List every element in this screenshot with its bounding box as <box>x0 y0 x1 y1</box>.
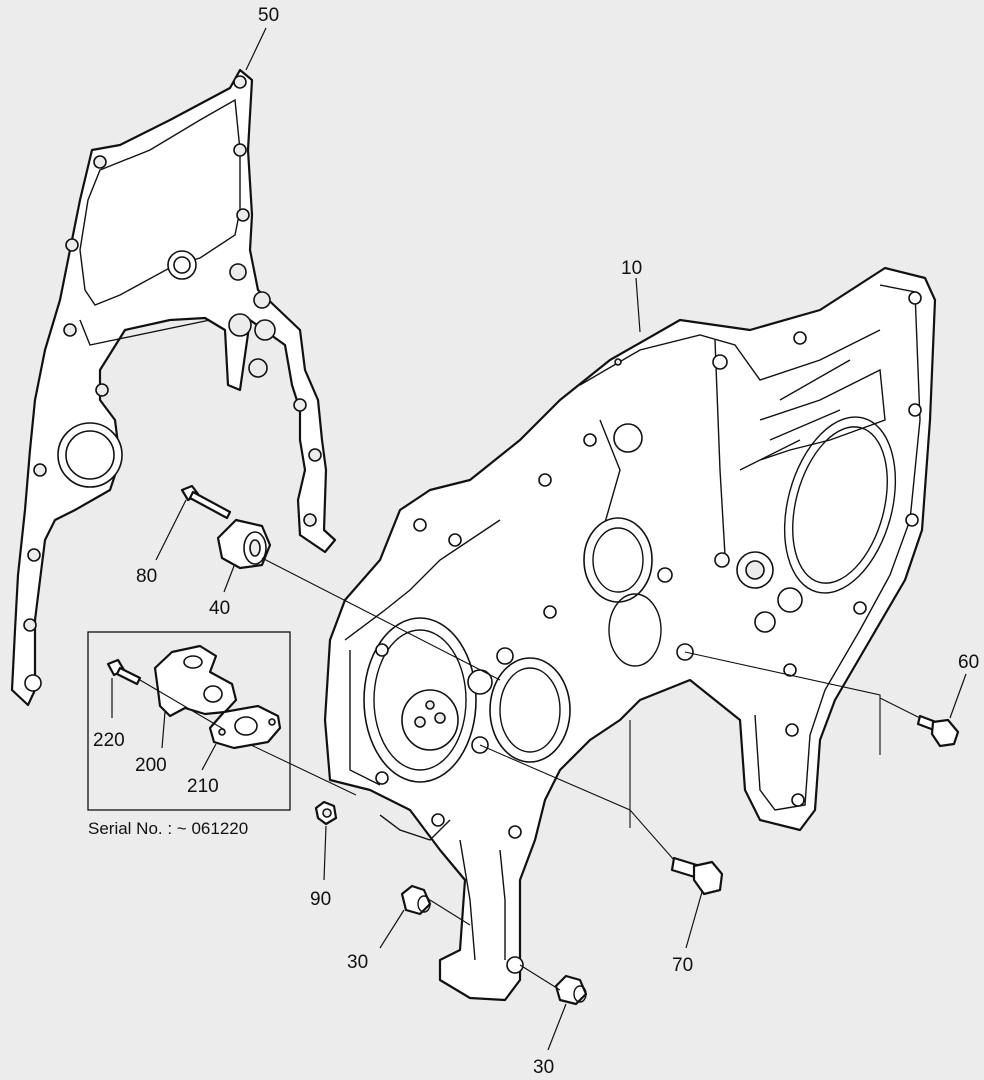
callout-60: 60 <box>958 652 979 673</box>
cap-part-30-lower <box>554 974 588 1006</box>
plug-part-90 <box>314 800 338 826</box>
callout-30-upper: 30 <box>347 952 368 973</box>
callout-90: 90 <box>310 889 331 910</box>
callout-40: 40 <box>209 598 230 619</box>
bolt-part-220 <box>106 658 142 686</box>
callout-210: 210 <box>187 776 219 797</box>
callout-10: 10 <box>621 258 642 279</box>
bolt-part-60 <box>916 714 960 748</box>
gasket-part-210 <box>208 704 282 750</box>
callout-labels: 50 10 80 40 60 220 200 210 90 70 30 30 <box>93 5 979 1078</box>
serial-number-note: Serial No. : ~ 061220 <box>88 819 248 838</box>
callout-50: 50 <box>258 5 279 26</box>
callout-leaders <box>111 27 967 1051</box>
gear-housing-part-10 <box>323 266 937 1002</box>
spacer-part-40 <box>216 518 272 570</box>
flange-part-200 <box>153 644 238 718</box>
callout-220: 220 <box>93 730 125 751</box>
center-lines <box>229 557 921 991</box>
callout-30-lower: 30 <box>533 1057 554 1078</box>
bolt-part-70 <box>670 856 724 896</box>
callout-200: 200 <box>135 755 167 776</box>
callout-80: 80 <box>136 566 157 587</box>
gasket-part-50 <box>10 68 337 707</box>
inset-box: Serial No. : ~ 061220 <box>87 631 291 838</box>
callout-70: 70 <box>672 955 693 976</box>
cap-part-30-upper <box>400 884 432 916</box>
bolt-part-80 <box>180 484 232 520</box>
